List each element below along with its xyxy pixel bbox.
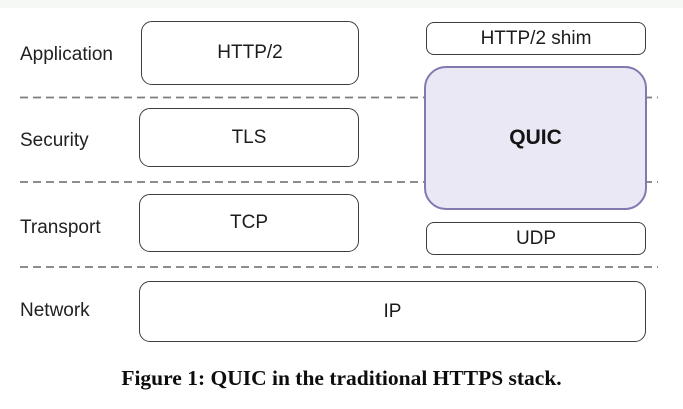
layer-label-network: Network <box>20 300 90 321</box>
layer-label-transport: Transport <box>20 217 101 238</box>
box-udp: UDP <box>426 222 646 255</box>
box-ip: IP <box>139 281 646 342</box>
box-tls: TLS <box>139 108 359 167</box>
box-tcp: TCP <box>139 194 359 252</box>
box-http2: HTTP/2 <box>141 21 359 85</box>
layer-label-application: Application <box>20 44 113 65</box>
box-quic: QUIC <box>424 66 647 210</box>
top-strip <box>0 0 683 8</box>
figure-caption: Figure 1: QUIC in the traditional HTTPS … <box>121 366 562 390</box>
box-http2-shim: HTTP/2 shim <box>426 22 646 55</box>
layer-label-security: Security <box>20 130 89 151</box>
